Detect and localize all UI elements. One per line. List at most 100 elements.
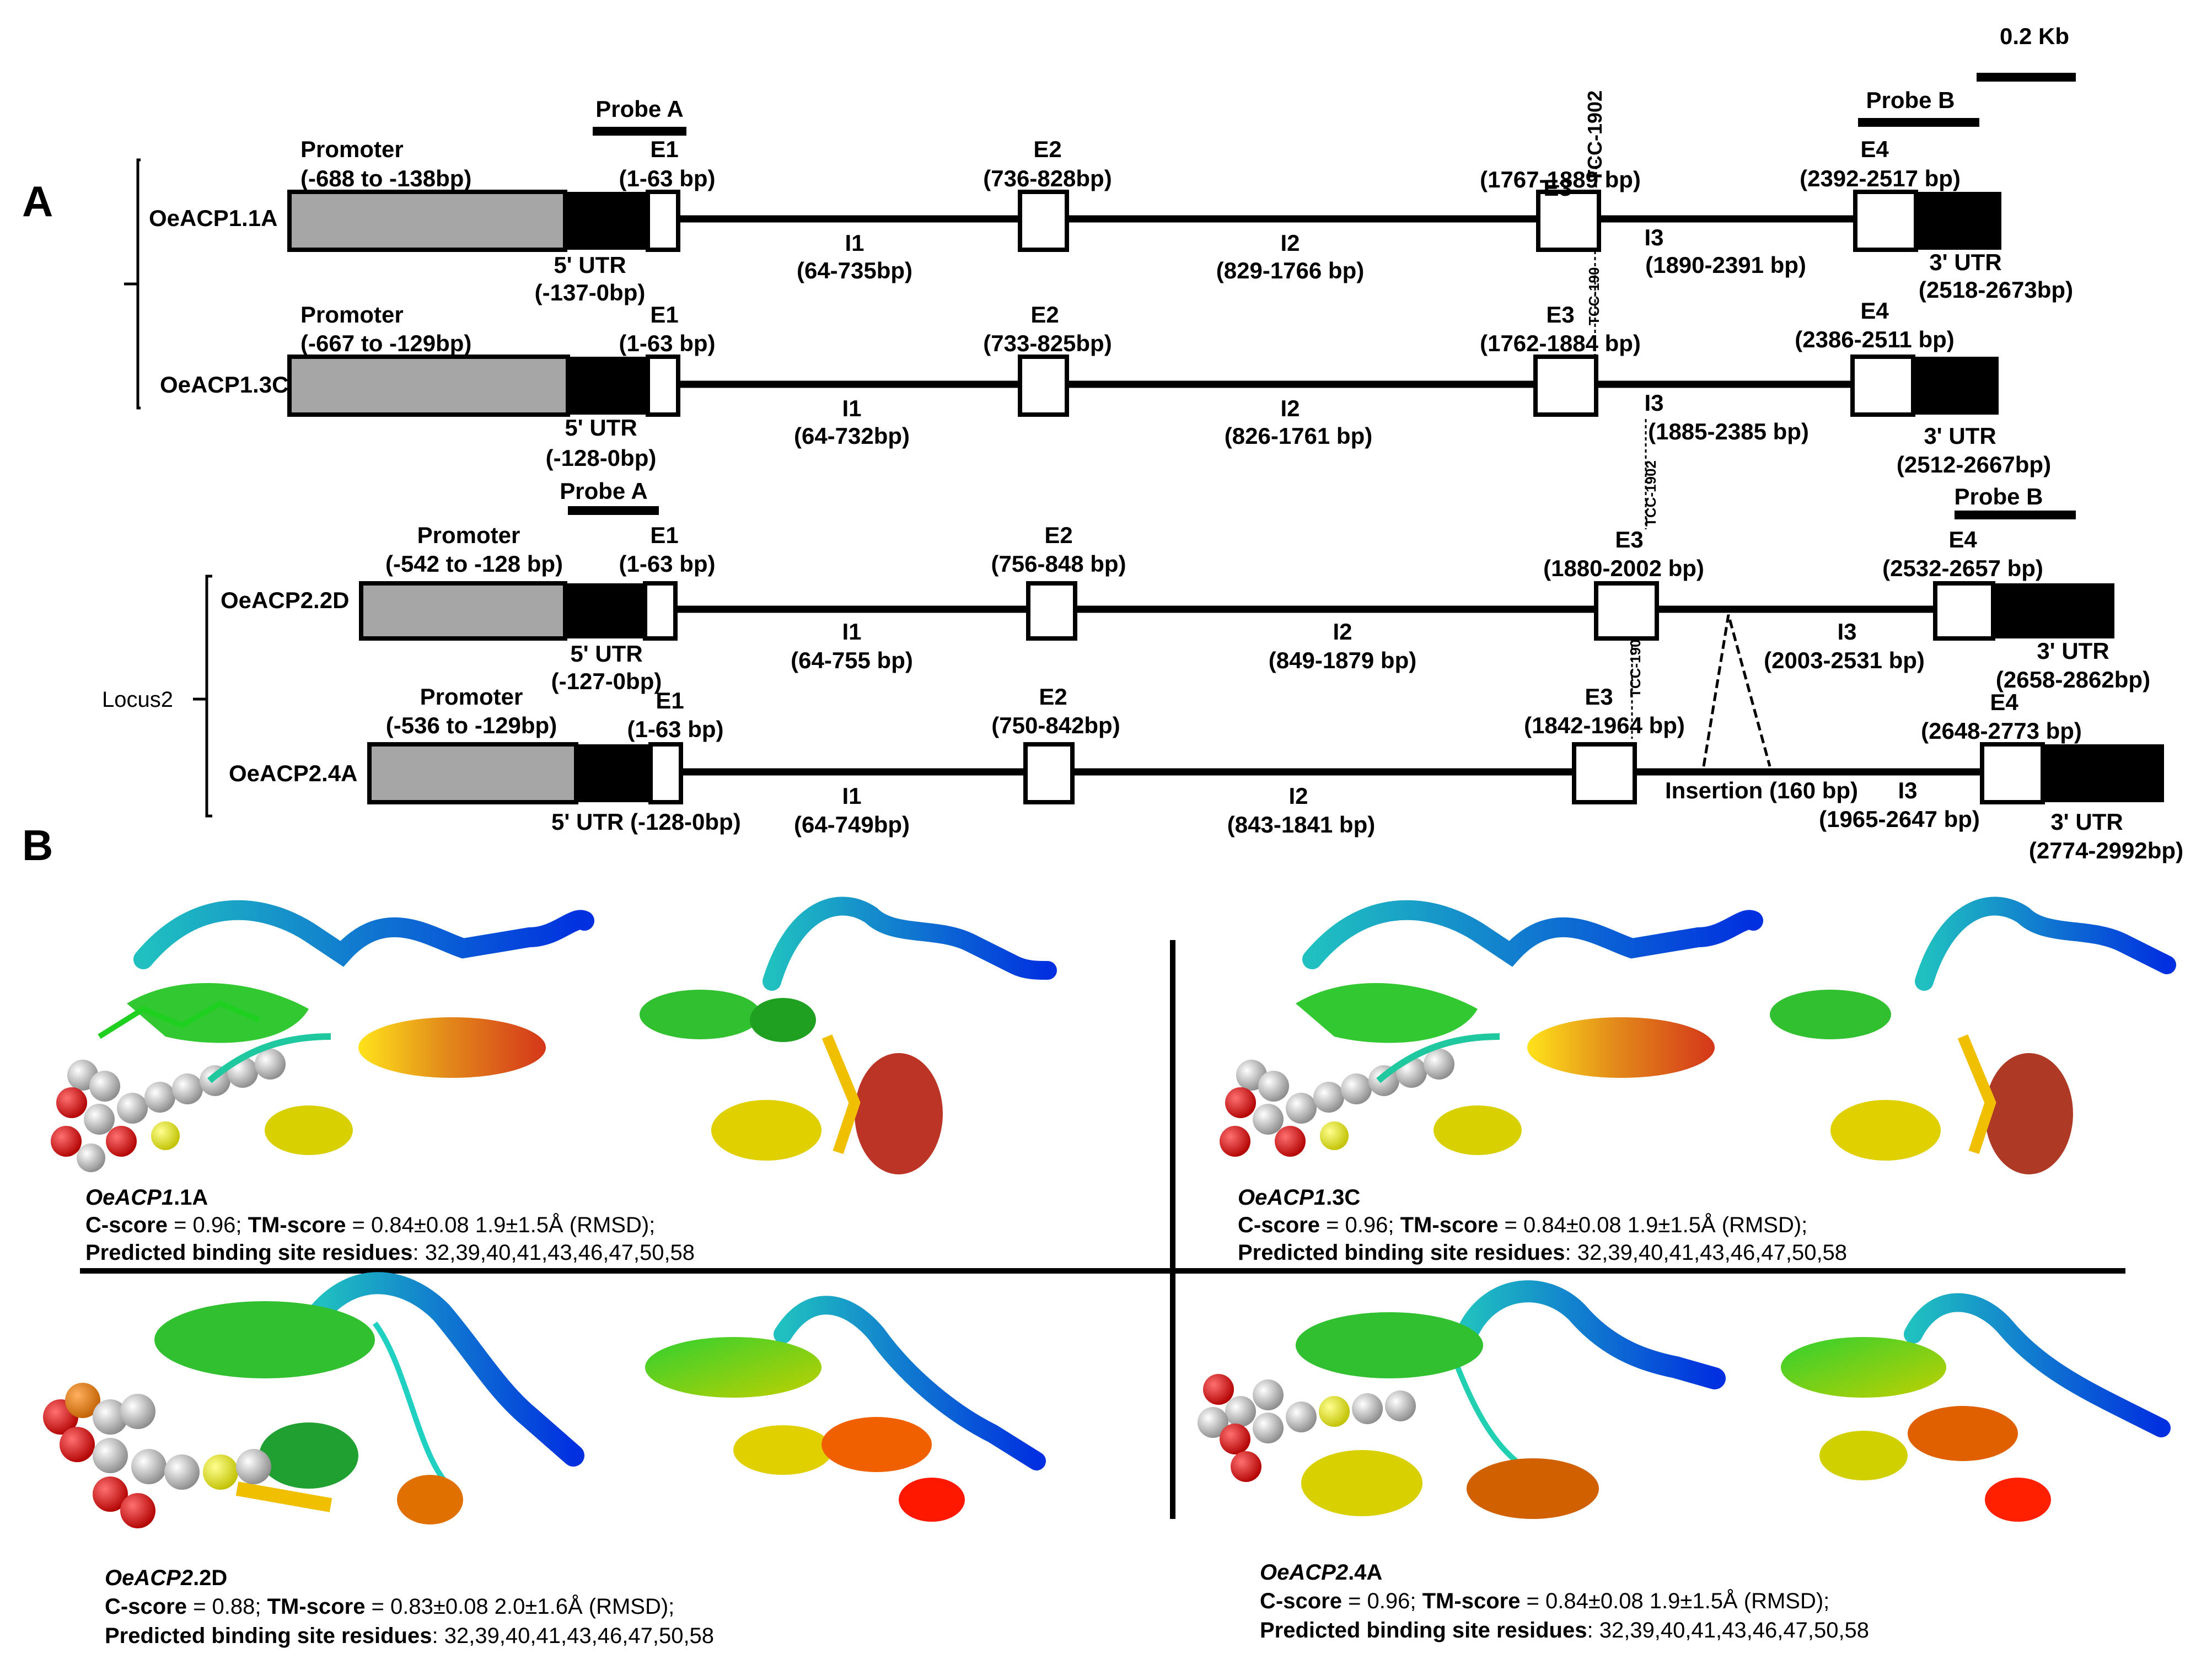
exon3-range-visible: (1767-1889 bp) (1480, 167, 1641, 192)
exon3-range: (1842-1964 bp) (1524, 712, 1685, 738)
svg-text:Predicted binding site residue: Predicted binding site residues: 32,39,4… (1238, 1241, 1847, 1265)
tm-value: = 0.84±0.08 1.9±1.5Å (RMSD); (1498, 1212, 1807, 1237)
cscore-label: C-score (1260, 1589, 1342, 1613)
exon4-title: E4 (1990, 689, 2018, 715)
probe-a-label: Probe A (560, 478, 647, 504)
utr5-range: (-128-0bp) (546, 445, 657, 471)
gene-model-oeacp1-1a: Probe A Probe B OeACP1.1A Promoter (-688… (149, 87, 2073, 325)
utr3-box (1916, 192, 2001, 250)
exon2-range: (736-828bp) (983, 165, 1112, 191)
exon2-box (1018, 355, 1069, 417)
structure-1c (1770, 896, 2176, 1174)
exon1-title: E1 (656, 688, 684, 713)
exon1-box (643, 581, 678, 641)
intron3-title: I3 (1644, 224, 1663, 250)
exon2-box (1023, 742, 1075, 804)
cscore-value: = 0.88; (187, 1594, 267, 1619)
binding-value: : 32,39,40,41,43,46,47,50,58 (1565, 1241, 1847, 1265)
structure-2d-with-ligand (43, 1272, 584, 1528)
binding-value: : 32,39,40,41,43,46,47,50,58 (432, 1624, 714, 1648)
exon3-range: (1880-2002 bp) (1543, 555, 1704, 581)
intron1-title: I1 (842, 783, 861, 809)
intron3-range: (1885-2385 bp) (1648, 418, 1809, 444)
gene-model-oeacp2-2d: Probe A Probe B OeACP2.2D Promoter (-542… (221, 478, 2150, 697)
promoter-range: (-542 to -128 bp) (385, 551, 563, 577)
exon1-box (646, 355, 680, 417)
promoter-range: (-536 to -129bp) (386, 712, 557, 738)
utr5-box (565, 583, 645, 638)
exon1-range: (1-63 bp) (627, 716, 723, 742)
probe-b-label: Probe B (1954, 484, 2043, 509)
intron1-range: (64-755 bp) (791, 647, 913, 673)
exon3-title: E3 (1543, 175, 1571, 201)
intron3-title: I3 (1898, 777, 1917, 803)
intron2-range: (826-1761 bp) (1225, 423, 1372, 449)
tm-label: TM-score (1422, 1589, 1521, 1613)
panel-a-label: A (22, 177, 53, 226)
intron2-title: I2 (1280, 230, 1300, 256)
svg-text:OeACP2.4A: OeACP2.4A (1260, 1560, 1382, 1585)
svg-text:OeACP1.3C: OeACP1.3C (1238, 1185, 1360, 1210)
intron1-range: (64-732bp) (794, 423, 910, 449)
utr3-title: 3' UTR (1929, 249, 2001, 275)
exon2-title: E2 (1044, 522, 1072, 548)
intron2-title: I2 (1333, 619, 1352, 645)
insertion-label: Insertion (160 bp) (1665, 777, 1858, 803)
gene-name: OeACP1.1A (149, 205, 277, 231)
tm-value: = 0.83±0.08 2.0±1.6Å (RMSD); (365, 1594, 674, 1619)
model-name-italic: OeACP1 (85, 1185, 174, 1210)
model-name-italic: OeACP2 (1260, 1560, 1348, 1585)
tm-value: = 0.84±0.08 1.9±1.5Å (RMSD); (346, 1212, 655, 1237)
exon4-range: (2532-2657 bp) (1882, 555, 2043, 581)
exon4-range: (2392-2517 bp) (1800, 165, 1961, 191)
caption-4a: OeACP2.4A C-score = 0.96; TM-score = 0.8… (1260, 1560, 1869, 1642)
svg-text:C-score = 0.96; TM-score = 0.8: C-score = 0.96; TM-score = 0.84±0.08 1.9… (1238, 1212, 1807, 1237)
promoter-box (359, 581, 567, 641)
exon4-range: (2648-2773 bp) (1921, 718, 2082, 744)
utr3-range: (2512-2667bp) (1897, 452, 2051, 477)
intron1-range: (64-735bp) (797, 257, 912, 283)
utr5-box (576, 744, 651, 802)
binding-label: Predicted binding site residues (1260, 1618, 1587, 1642)
exon1-range: (1-63 bp) (619, 165, 715, 191)
binding-value: : 32,39,40,41,43,46,47,50,58 (1587, 1618, 1869, 1642)
utr3-title: 3' UTR (2050, 809, 2123, 835)
exon1-title: E1 (650, 136, 678, 162)
exon3-box (1594, 581, 1659, 641)
locus2-label: Locus2 (102, 688, 173, 712)
binding-label: Predicted binding site residues (105, 1624, 432, 1648)
exon4-box (1850, 355, 1915, 417)
svg-text:Predicted binding site residue: Predicted binding site residues: 32,39,4… (105, 1624, 714, 1648)
exon1-box (646, 190, 680, 252)
exon2-range: (756-848 bp) (991, 551, 1126, 577)
intron1-title: I1 (842, 395, 861, 421)
exon2-title: E2 (1030, 302, 1059, 327)
cscore-value: = 0.96; (1320, 1213, 1400, 1237)
model-name-italic: OeACP1 (1238, 1185, 1326, 1210)
tcc-bottom-label: TCC-190 (1586, 267, 1602, 325)
probe-b-label: Probe B (1866, 87, 1955, 113)
svg-text:OeACP1.1A: OeACP1.1A (85, 1185, 208, 1210)
structure-1c-with-ligand (1220, 900, 1763, 1157)
promoter-box (287, 190, 567, 252)
tcc-bottom-label: TCC-190 (1627, 640, 1644, 697)
exon4-box (1853, 190, 1918, 252)
intron2-title: I2 (1288, 783, 1308, 809)
model-name-italic: OeACP2 (105, 1566, 193, 1590)
intron2-range: (829-1766 bp) (1216, 257, 1364, 283)
tcc-top-label: TCC-1902 (1583, 90, 1606, 182)
utr3-box (1993, 583, 2114, 638)
exon2-title: E2 (1039, 684, 1067, 710)
cscore-label: C-score (1238, 1213, 1320, 1237)
promoter-title: Promoter (300, 302, 404, 327)
probe-a-label: Probe A (595, 96, 683, 122)
svg-text:C-score = 0.96; TM-score = 0.8: C-score = 0.96; TM-score = 0.84±0.08 1.9… (1260, 1588, 1829, 1613)
tm-value: = 0.84±0.08 1.9±1.5Å (RMSD); (1520, 1588, 1829, 1613)
model-name-rest: .3C (1326, 1185, 1360, 1210)
cscore-value: = 0.96; (1342, 1589, 1422, 1613)
tm-label: TM-score (248, 1213, 346, 1237)
exon3-title: E3 (1615, 527, 1643, 552)
svg-text:Predicted binding site residue: Predicted binding site residues: 32,39,4… (1260, 1618, 1869, 1642)
promoter-range: (-688 to -138bp) (300, 165, 471, 191)
exon2-range: (733-825bp) (983, 330, 1112, 356)
